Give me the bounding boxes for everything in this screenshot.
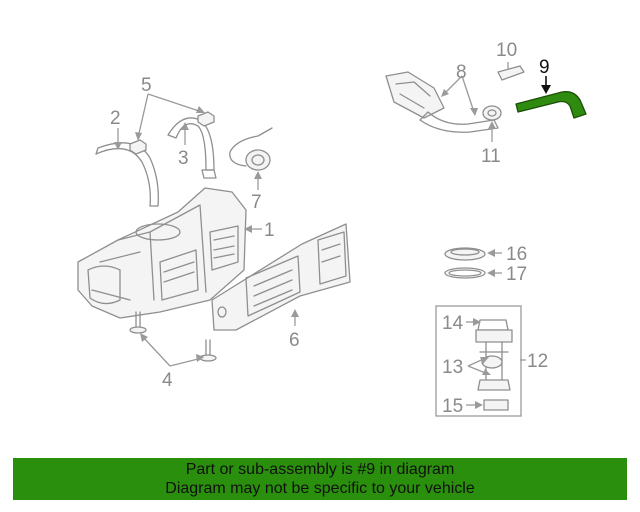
callout-5: 5 (141, 75, 152, 96)
callout-2: 2 (110, 108, 121, 129)
callout-15: 15 (442, 396, 463, 417)
callout-3: 3 (178, 148, 189, 169)
callout-17: 17 (506, 264, 527, 285)
callout-12: 12 (527, 351, 548, 372)
nut-part (129, 111, 215, 155)
seal-part (444, 267, 486, 279)
skid-plate-part (211, 223, 351, 331)
notice-line-2: Diagram may not be specific to your vehi… (165, 480, 475, 497)
callout-9-highlighted: 9 (539, 57, 550, 78)
strap-part-3 (167, 117, 217, 179)
clip-part (497, 65, 525, 81)
lock-ring-part (444, 247, 486, 261)
callout-16: 16 (506, 244, 527, 265)
fuel-sender-part (229, 127, 273, 171)
fuel-tank-part (77, 187, 247, 319)
vent-hose-part-highlighted (515, 91, 587, 119)
callout-7: 7 (251, 192, 262, 213)
callout-4: 4 (162, 370, 173, 391)
callout-10: 10 (496, 40, 517, 61)
grommet-part (482, 105, 502, 121)
callout-8: 8 (456, 62, 467, 83)
notice-line-1: Part or sub-assembly is #9 in diagram (185, 461, 455, 478)
callout-14: 14 (442, 313, 464, 334)
exploded-parts-diagram: 1 2 3 4 5 6 7 8 9 10 11 12 13 14 15 16 1… (77, 40, 587, 417)
part-notice-banner: Part or sub-assembly is #9 in diagram Di… (13, 458, 627, 500)
callout-13: 13 (442, 357, 463, 378)
callout-1: 1 (264, 220, 275, 241)
callout-6: 6 (289, 330, 300, 351)
fuel-pump-module-box (435, 305, 522, 417)
filler-neck-part (385, 71, 499, 133)
callout-11: 11 (481, 146, 501, 167)
strap-part (95, 142, 159, 207)
